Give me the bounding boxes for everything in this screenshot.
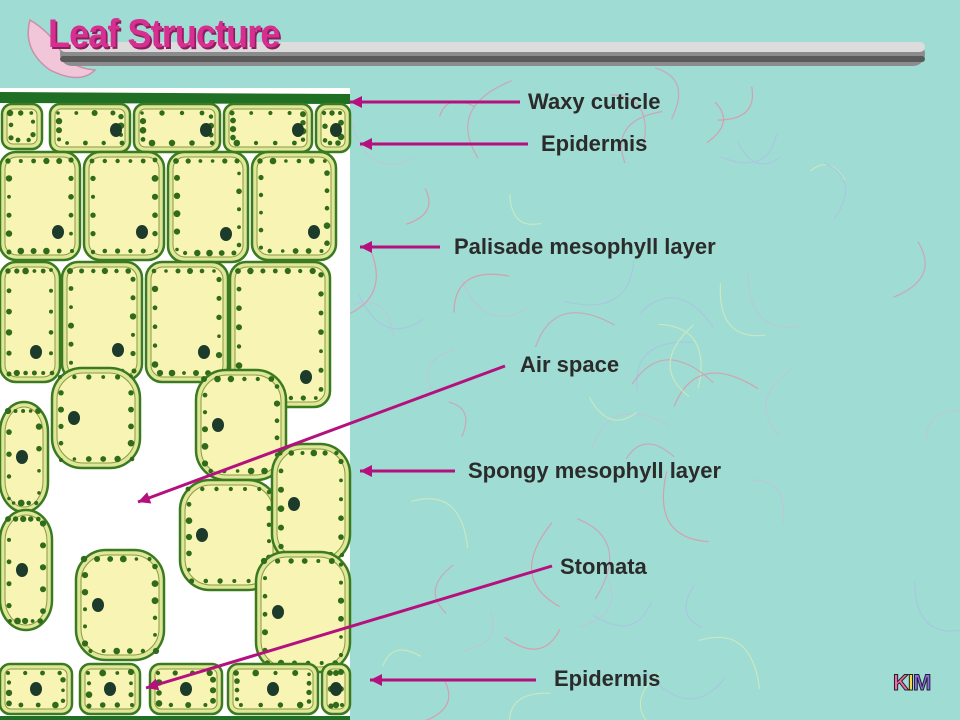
background-swirl <box>720 133 778 164</box>
lower-epidermis-cell <box>78 662 142 716</box>
arrow-epidermis-lower <box>370 674 536 686</box>
background-swirl <box>504 628 561 650</box>
lower-epidermis-cell <box>226 662 320 716</box>
spongy-cell <box>0 400 50 514</box>
background-swirl <box>765 366 795 437</box>
arrow-palisade <box>360 241 440 253</box>
label-spongy-mesophyll: Spongy mesophyll layer <box>468 458 722 483</box>
logo-letter-m: M <box>913 670 932 696</box>
background-swirl <box>625 443 675 460</box>
background-swirl <box>448 401 467 437</box>
background-swirl <box>592 602 652 627</box>
arrow-stomata <box>145 564 553 691</box>
label-epidermis-upper: Epidermis <box>541 131 648 156</box>
background-swirl <box>750 479 785 523</box>
background-swirl <box>563 260 635 306</box>
arrow-waxy-cuticle <box>350 96 520 108</box>
background-swirl <box>467 79 513 159</box>
spongy-cell <box>50 366 142 470</box>
background-swirl <box>509 692 551 720</box>
background-swirl <box>646 672 725 700</box>
background-swirl <box>588 396 638 421</box>
background-swirl <box>669 324 694 398</box>
background-swirl <box>425 678 450 720</box>
background-swirl <box>591 413 670 448</box>
background-swirl <box>460 278 529 318</box>
arrow-epidermis-upper <box>360 138 528 150</box>
lower-epidermis-cell <box>320 662 352 716</box>
background-swirl <box>636 341 694 391</box>
upper-epidermis-cell <box>132 102 222 154</box>
background-swirl <box>823 162 847 220</box>
title-bar <box>27 18 925 79</box>
background-swirl <box>579 575 613 628</box>
arrow-spongy <box>360 465 455 477</box>
background-swirl <box>382 649 422 667</box>
background-swirl <box>427 349 455 390</box>
spongy-cell <box>194 368 288 482</box>
background-swirl <box>453 273 510 313</box>
background-swirl <box>893 241 926 298</box>
upper-epidermis-cell <box>48 102 132 154</box>
spongy-cell <box>270 442 352 566</box>
palisade-cell <box>144 260 230 384</box>
background-swirl <box>576 518 611 600</box>
logo-letter-i: I <box>907 670 914 696</box>
label-stomata: Stomata <box>560 554 647 579</box>
background-swirl <box>737 142 781 165</box>
spongy-cell <box>0 508 54 632</box>
background-swirl <box>353 301 395 337</box>
palisade-cell <box>82 150 166 262</box>
background-swirl <box>698 636 761 689</box>
logo-letter-k: K <box>893 670 910 696</box>
upper-epidermis-cell <box>0 102 44 151</box>
background-swirl <box>655 67 680 120</box>
palisade-cell <box>60 260 144 382</box>
background-swirl <box>406 188 430 225</box>
palisade-cell <box>166 150 250 264</box>
label-waxy-cuticle: Waxy cuticle <box>528 89 661 114</box>
background-swirl <box>434 564 454 614</box>
lower-epidermis-cell <box>148 662 224 716</box>
background-swirl <box>925 410 960 442</box>
upper-epidermis-cell <box>314 102 352 154</box>
background-swirl <box>351 122 414 165</box>
palisade-cell <box>250 150 338 262</box>
kim-logo: KIM <box>893 670 932 696</box>
background-swirl <box>610 94 646 146</box>
background-swirl <box>462 611 494 652</box>
arrow-air-space <box>137 364 506 504</box>
palisade-cell <box>0 260 62 384</box>
label-epidermis-lower: Epidermis <box>554 666 661 691</box>
background-swirl <box>639 297 714 328</box>
palisade-cell <box>0 150 82 262</box>
pointer-arrows <box>137 96 553 691</box>
label-air-space: Air space <box>520 352 620 377</box>
background-swirl <box>509 194 541 225</box>
background-swirl <box>620 110 663 164</box>
page-title: Leaf Structure <box>48 12 280 56</box>
spongy-cell <box>74 548 166 662</box>
background-swirl <box>717 86 754 121</box>
background-swirl <box>673 372 759 407</box>
background-swirl <box>639 672 660 720</box>
background-swirl <box>685 584 703 628</box>
background-swirl <box>534 312 616 348</box>
lower-epidermis-cell <box>0 662 74 716</box>
upper-epidermis-cell <box>222 102 314 154</box>
background-swirl <box>719 283 766 337</box>
label-palisade-mesophyll: Palisade mesophyll layer <box>454 234 716 259</box>
background-swirl <box>914 581 960 632</box>
background-swirl <box>747 271 801 328</box>
background-swirl <box>411 498 469 549</box>
background-swirl <box>631 359 714 385</box>
leaf-cross-section <box>0 88 352 720</box>
background-swirl <box>662 471 709 543</box>
background-swirl <box>706 101 724 144</box>
spongy-cell <box>254 550 352 674</box>
